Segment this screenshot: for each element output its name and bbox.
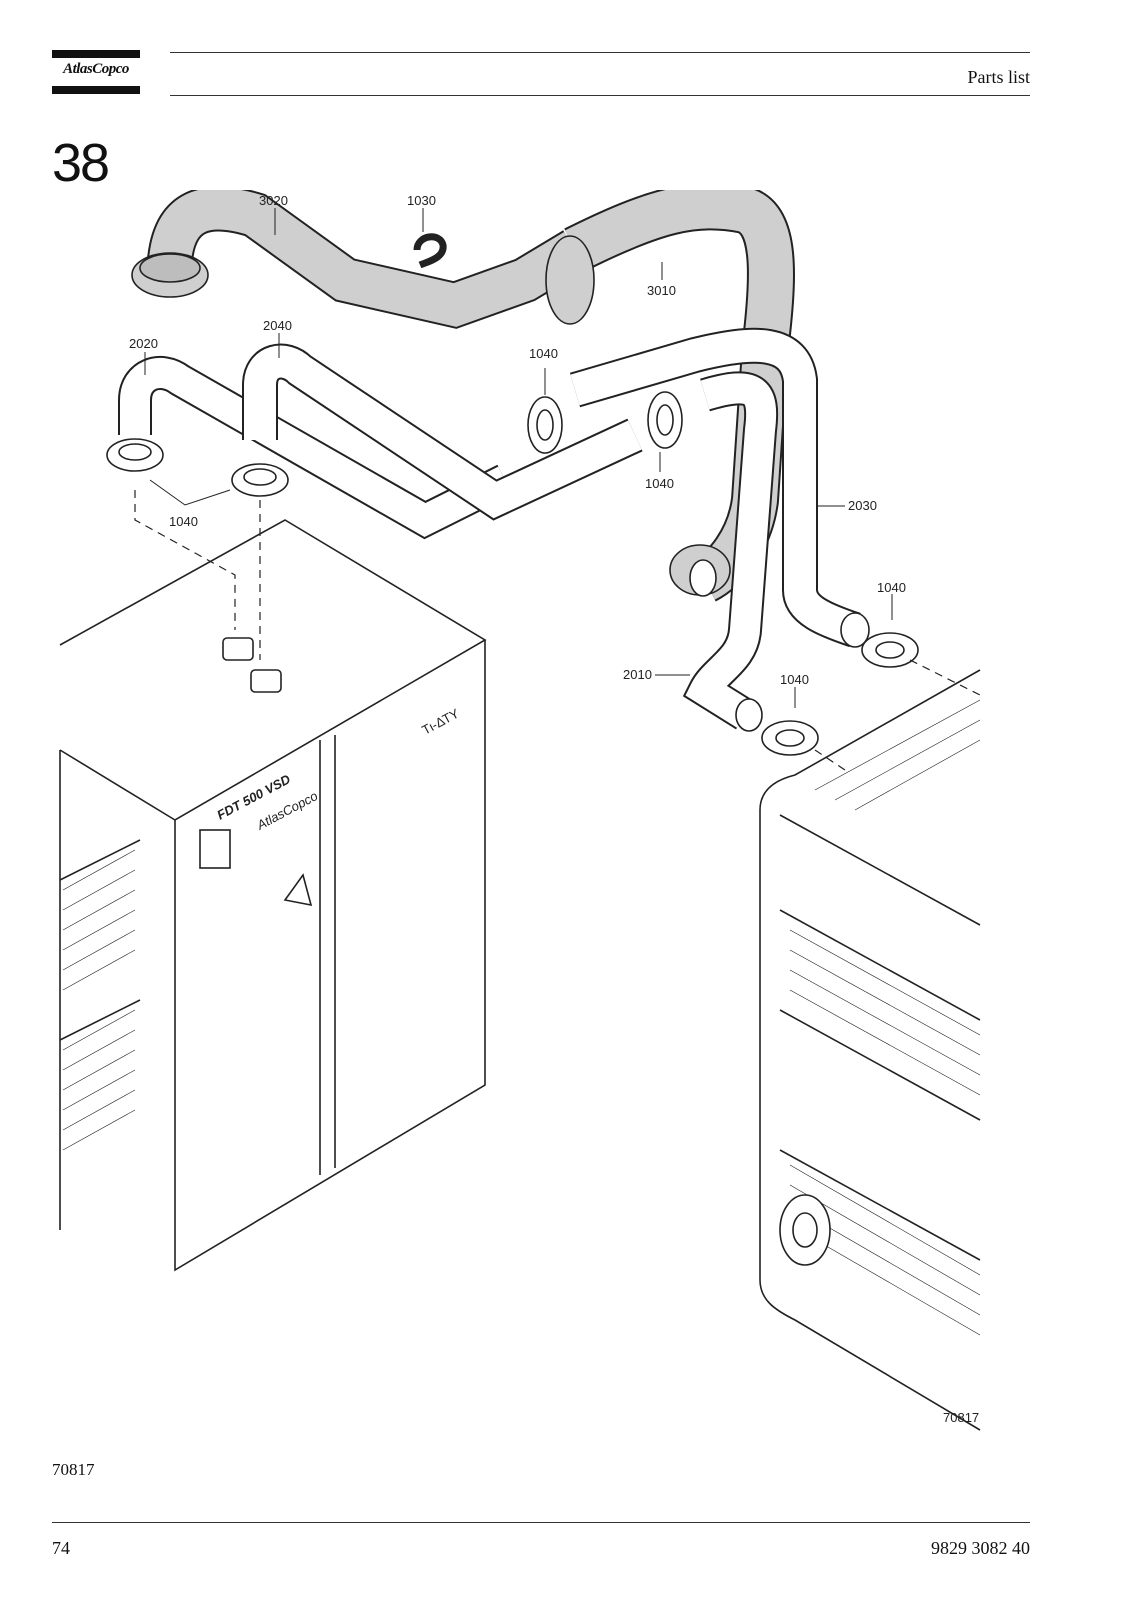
document-number: 9829 3082 40 — [931, 1538, 1030, 1558]
callout-3010: 3010 — [647, 283, 676, 298]
header-rule-bottom — [170, 95, 1030, 96]
leader-lines — [144, 208, 893, 708]
pipe-2020 — [118, 356, 513, 540]
coupling-1040-a — [106, 438, 164, 472]
unit-markings: FDT 500 VSD AtlasCopco Tι-ΔΤΥ 70817 — [214, 706, 979, 1425]
pipe-2010 — [682, 371, 779, 732]
callout-1040-bottom: 1040 — [780, 672, 809, 687]
atlas-copco-logo: AtlasCopco — [52, 50, 140, 94]
logo-bar-top — [52, 50, 140, 58]
compressor-unit-right — [759, 669, 981, 1431]
coupling-1040-e — [861, 632, 919, 668]
dryer-unit-left — [59, 519, 487, 1272]
callout-2040: 2040 — [263, 318, 292, 333]
unit-logo-label: Tι-ΔΤΥ — [419, 706, 461, 738]
figure-reference: 70817 — [52, 1460, 95, 1479]
clip-1030 — [413, 233, 447, 269]
callout-2020: 2020 — [129, 336, 158, 351]
pipe-2030 — [569, 327, 870, 648]
header-rule-top — [170, 52, 1030, 53]
callout-1040-left: 1040 — [169, 514, 198, 529]
page-number: 74 — [52, 1538, 70, 1558]
header-title: Parts list — [967, 67, 1030, 87]
callout-3020: 3020 — [259, 193, 288, 208]
callout-1040-mid: 1040 — [645, 476, 674, 491]
pipe-2040 — [242, 343, 643, 521]
alignment-lines — [134, 490, 981, 771]
drawing-svg: 3020 1030 3010 2020 2040 1040 1040 1040 … — [59, 190, 981, 1431]
coupling-1040-b — [231, 463, 289, 497]
footer-rule — [52, 1522, 1030, 1523]
callout-2030: 2030 — [848, 498, 877, 513]
callout-1040-right: 1040 — [877, 580, 906, 595]
callout-1040-top: 1040 — [529, 346, 558, 361]
logo-text: AtlasCopco — [63, 61, 129, 77]
drawing-number: 70817 — [943, 1410, 979, 1425]
logo-bar-bottom — [52, 86, 140, 94]
pipe-3020 — [131, 190, 587, 329]
callout-1030: 1030 — [407, 193, 436, 208]
section-number: 38 — [52, 133, 110, 193]
coupling-1040-f — [761, 720, 819, 756]
exploded-parts-drawing: 3020 1030 3010 2020 2040 1040 1040 1040 … — [55, 190, 1015, 1460]
coupling-1040-c — [527, 396, 563, 454]
callout-labels: 3020 1030 3010 2020 2040 1040 1040 1040 … — [129, 193, 906, 687]
coupling-1040-d — [647, 391, 683, 449]
callout-2010: 2010 — [623, 667, 652, 682]
